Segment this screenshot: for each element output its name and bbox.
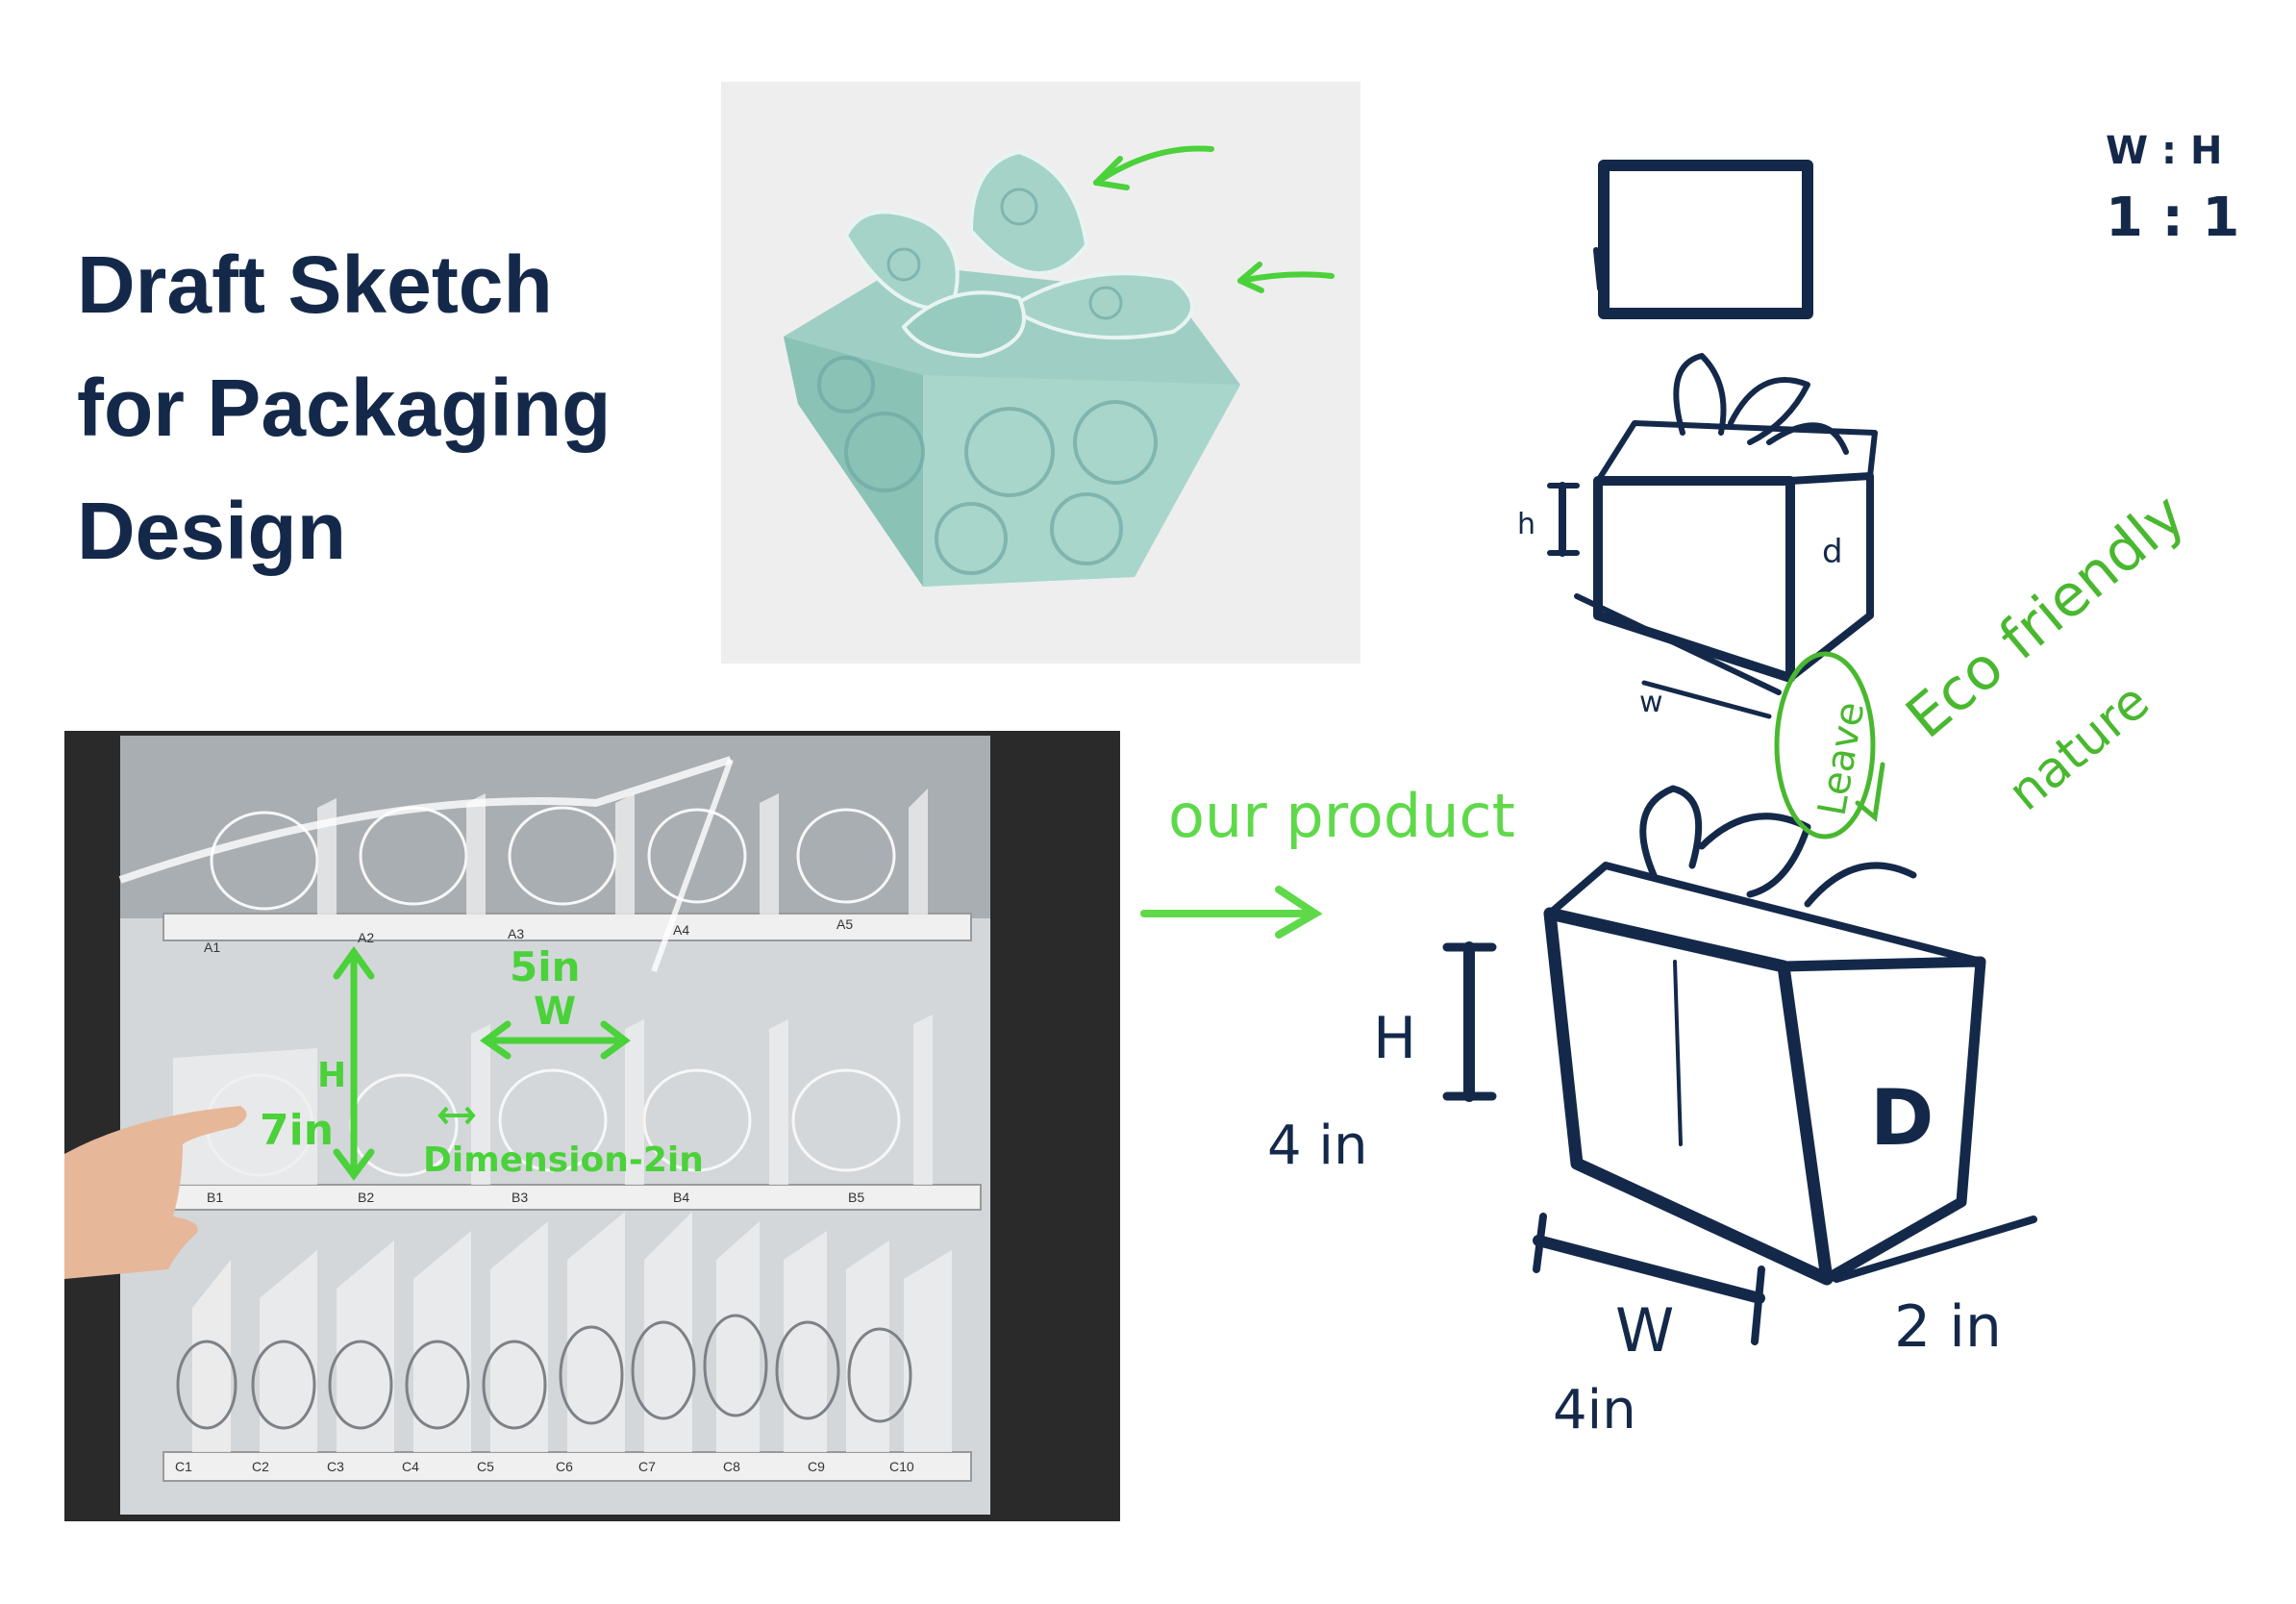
slot-label: C1 [175, 1459, 192, 1474]
slot-label: C8 [723, 1459, 740, 1474]
height-value: 7in [260, 1106, 334, 1155]
mid-width-label: w [1639, 686, 1663, 719]
sketch-drawings [1442, 160, 2037, 1345]
width-letter: W [534, 990, 576, 1034]
width-value: 5in [510, 943, 581, 990]
slot-label: C10 [889, 1459, 914, 1474]
ratio-value: 1 : 1 [2106, 187, 2239, 249]
slot-label: C5 [477, 1459, 494, 1474]
eco-line-2: nature [1998, 672, 2160, 821]
our-product-label: our product [1168, 781, 1515, 851]
slot-label: B1 [207, 1190, 223, 1205]
slot-label: A5 [836, 916, 853, 932]
slot-label: B3 [512, 1190, 528, 1205]
sketch-labels: W : H 1 : 1 h w d H 4 in W 4in D 2 in [1267, 129, 2239, 1441]
vending-machine-photo [64, 731, 1120, 1521]
mid-depth-label: d [1822, 533, 1843, 571]
title-line-3: Design [77, 486, 347, 576]
slot-label: C4 [402, 1459, 419, 1474]
label-h-value: 4 in [1267, 1115, 1367, 1177]
vending-annotations: H 7in 5in W Dimension-2in [260, 943, 704, 1181]
label-d: D [1870, 1073, 1934, 1163]
dimension-note: Dimension-2in [423, 1140, 704, 1180]
slot-label: A1 [204, 940, 220, 955]
slot-label: C2 [252, 1459, 269, 1474]
label-d-value: 2 in [1894, 1293, 2002, 1361]
slot-label: B2 [358, 1190, 374, 1205]
slot-labels: A1 A2 A3 A4 A5 B1 B2 B3 B4 B5 C1 C2 C3 C… [175, 916, 914, 1474]
slot-label: A2 [358, 930, 374, 945]
slot-label: C7 [638, 1459, 656, 1474]
slot-label: B4 [673, 1190, 689, 1205]
title-line-2: for Packaging [77, 363, 611, 453]
slot-label: A3 [508, 926, 524, 941]
label-w: W [1615, 1295, 1674, 1366]
label-h: H [1373, 1005, 1416, 1072]
slot-label: C9 [808, 1459, 825, 1474]
mid-height-label: h [1517, 508, 1535, 541]
height-letter: H [317, 1056, 346, 1095]
slot-label: C3 [327, 1459, 344, 1474]
slot-label: C6 [556, 1459, 573, 1474]
slot-label: A4 [673, 922, 689, 938]
page-title: Draft Sketch for Packaging Design [77, 223, 611, 592]
reference-box-photo [721, 82, 1360, 664]
slot-label: B5 [848, 1190, 864, 1205]
ratio-header: W : H [2106, 129, 2222, 173]
label-w-value: 4in [1553, 1379, 1636, 1441]
title-line-1: Draft Sketch [77, 239, 553, 330]
